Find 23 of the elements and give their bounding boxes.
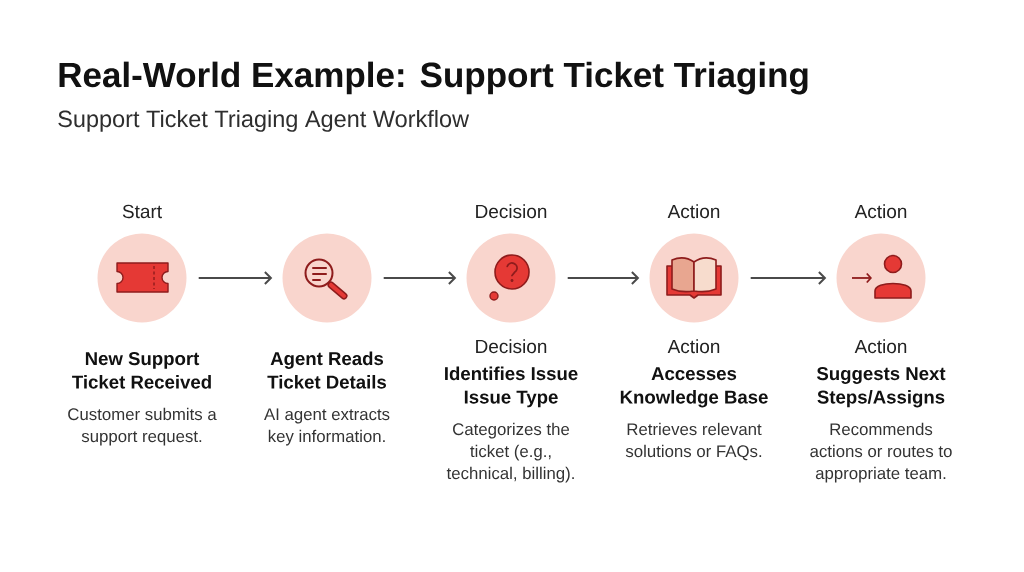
step-title: Identifies Issue Issue Type — [445, 366, 578, 408]
step-title: Accesses Knowledge Base — [620, 367, 768, 408]
step-label: Action — [854, 204, 907, 219]
arrow — [197, 271, 273, 285]
subtitle: Support Ticket Triaging Agent Workflow — [58, 109, 470, 132]
step-label: Action — [854, 339, 907, 354]
step-title: Suggests Next Steps/Assigns — [816, 367, 946, 408]
arrow — [382, 271, 457, 285]
step-title: New Support Ticket Received — [72, 352, 211, 389]
step-title: Agent Reads Ticket Details — [267, 351, 386, 389]
step-description: Retrieves relevant solutions or FAQs. — [625, 422, 762, 461]
step-description: Categorizes the ticket (e.g., technical, billing). — [446, 422, 574, 483]
step-label: Action — [667, 204, 720, 219]
step-label: Decision — [476, 339, 547, 354]
step-label: Action — [667, 339, 720, 354]
title: Real-World Example: Support Ticket Triaging — [59, 61, 808, 95]
step-description: Customer submits a support request. — [68, 407, 217, 446]
step-label: Decision — [476, 204, 547, 219]
step-label: Start — [122, 204, 162, 219]
arrow — [566, 271, 640, 285]
step-description: Recommends actions or routes to appropriate team. — [810, 422, 952, 483]
arrow — [749, 271, 827, 285]
step-description: AI agent extracts key information. — [264, 408, 390, 446]
